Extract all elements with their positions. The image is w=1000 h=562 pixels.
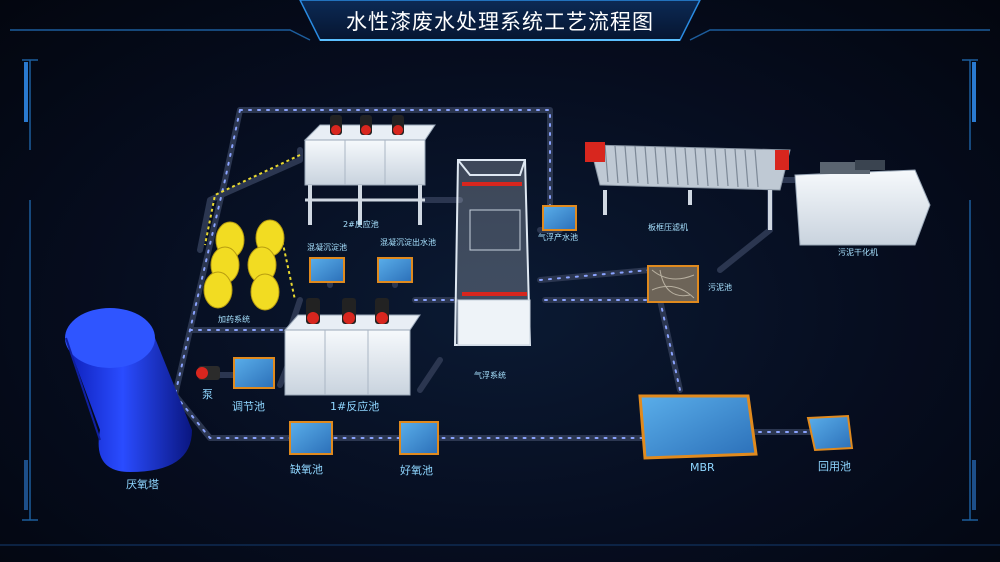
anaerobic-tower-label: 厌氧塔 — [126, 478, 159, 491]
anoxic-pool[interactable] — [289, 421, 333, 455]
page-title: 水性漆废水处理系统工艺流程图 — [346, 10, 654, 34]
aerobic-pool-label: 好氧池 — [400, 464, 433, 477]
anoxic-pool-label: 缺氧池 — [290, 463, 323, 476]
pump-label: 泵 — [202, 388, 213, 401]
air-float-product-pool[interactable] — [542, 205, 577, 231]
sludge-pool-label: 污泥池 — [708, 283, 732, 292]
air-float-label: 气浮系统 — [474, 371, 506, 380]
regulating-pool[interactable] — [233, 357, 275, 389]
reactor-2-label: 2#反应池 — [343, 220, 379, 229]
filter-press-icon[interactable] — [585, 142, 791, 230]
hud-frame — [0, 29, 1000, 546]
reuse-pool[interactable] — [806, 414, 854, 452]
reactor-2-tank[interactable] — [303, 124, 436, 225]
air-float-system[interactable] — [453, 159, 532, 346]
sludge-dryer-label: 污泥干化机 — [838, 248, 878, 257]
anaerobic-tower[interactable] — [65, 308, 192, 472]
regulating-pool-label: 调节池 — [232, 400, 265, 413]
reactor-1-tank[interactable] — [283, 314, 421, 396]
title-bar: 水性漆废水处理系统工艺流程图 — [300, 0, 700, 46]
sedimentation-pool[interactable] — [309, 257, 345, 283]
dryer-icon[interactable] — [794, 160, 931, 246]
aerobic-pool[interactable] — [399, 421, 439, 455]
mbr-label: MBR — [690, 461, 715, 474]
reuse-pool-label: 回用池 — [818, 460, 851, 473]
sedimentation-pool-label: 混凝沉淀池 — [307, 243, 347, 252]
filter-press-label: 板框压滤机 — [648, 223, 688, 232]
motor-icon — [330, 115, 404, 135]
air-float-product-pool-label: 气浮产水池 — [538, 233, 578, 242]
mbr-pool[interactable] — [638, 394, 758, 460]
motor-icon-reactor-1 — [306, 298, 389, 324]
pump-icon[interactable] — [196, 366, 220, 380]
clear-water-pool[interactable] — [377, 257, 413, 283]
clear-water-pool-label: 混凝沉淀出水池 — [380, 238, 436, 247]
sludge-pool[interactable] — [647, 265, 699, 303]
title-plate — [299, 0, 701, 41]
dosing-system-tanks[interactable] — [203, 219, 285, 311]
reactor-1-label: 1#反应池 — [330, 400, 380, 413]
dosing-label: 加药系统 — [218, 315, 250, 324]
